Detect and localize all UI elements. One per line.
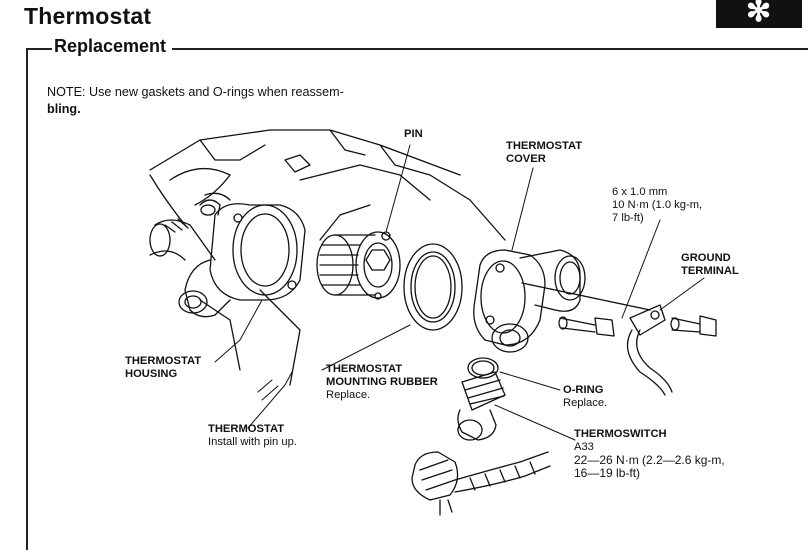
leader-lines [214,144,705,441]
cover-bolts [521,282,717,337]
ground-terminal-part [626,304,673,396]
wrench-tools-icon: ✻ [746,0,772,28]
section-frame [26,48,808,550]
label-pin: PIN [404,128,423,140]
label-ground-terminal: GROUND TERMINAL [681,252,739,277]
label-bolt-spec: 6 x 1.0 mm 10 N·m (1.0 kg-m, 7 lb-ft) [612,186,703,224]
label-o-ring: O-RING Replace. [563,384,608,409]
thermostat-part [316,231,401,300]
label-thermoswitch: THERMOSWITCH A33 22—26 N·m (2.2—2.6 kg-m… [574,428,725,480]
thermostat-exploded-diagram [149,129,717,516]
note-text: NOTE: Use new gaskets and O-rings when r… [47,84,407,118]
label-thermostat-housing: THERMOSTAT HOUSING [125,355,202,380]
tool-badge: ✻ [716,0,802,28]
label-mounting-rubber: THERMOSTAT MOUNTING RUBBER Replace. [326,363,438,401]
label-thermostat: THERMOSTAT Install with pin up. [208,423,297,448]
thermostat-housing-part [178,199,306,318]
thermostat-cover-part [473,249,586,353]
thermoswitch-connector [411,451,551,516]
section-title: Replacement [52,36,173,57]
page-title: Thermostat [24,3,152,29]
label-thermostat-cover: THERMOSTAT COVER [506,140,583,165]
mounting-rubber-part [403,243,463,331]
radiator-hose-left [149,218,216,261]
thermoswitch-part [457,371,506,441]
engine-block-outline [149,129,506,386]
note-tail: bling. [47,102,81,116]
note-lead: NOTE: Use new gaskets and O-rings when r… [47,85,344,99]
